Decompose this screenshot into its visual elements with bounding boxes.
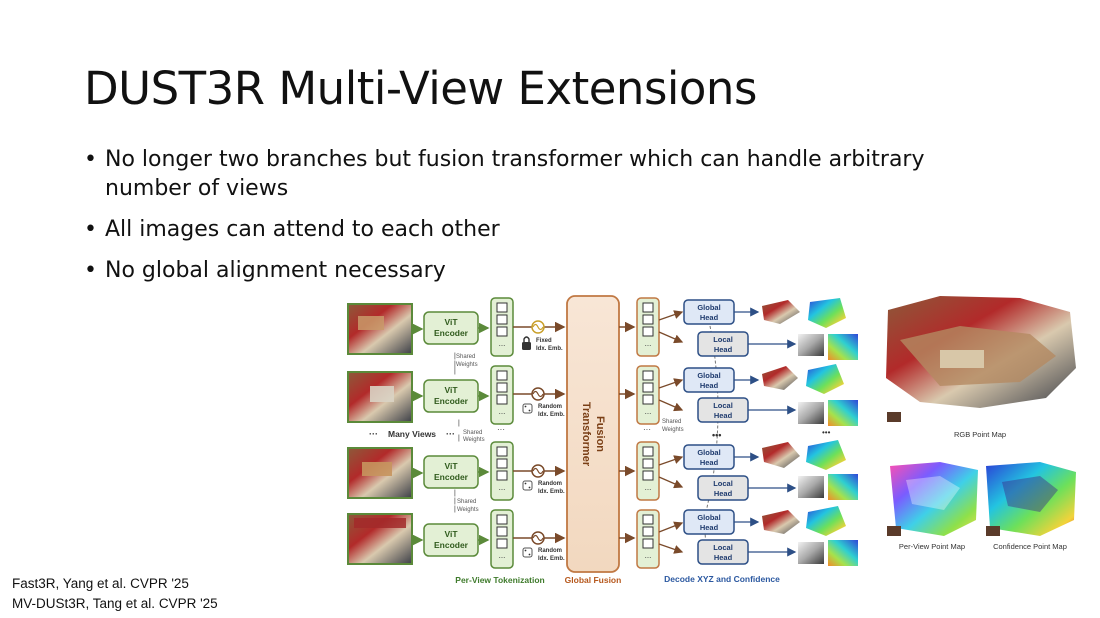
local-head-label: Local	[713, 543, 733, 552]
shared-weights-label: Weights	[457, 507, 479, 513]
svg-text:|: |	[458, 435, 460, 442]
svg-text:|: |	[454, 498, 456, 505]
svg-text:···: ···	[369, 429, 378, 439]
dice-icon	[522, 403, 533, 414]
per-view-point-map-label: Per-View Point Map	[899, 542, 965, 551]
shared-weights-label: Weights	[662, 427, 684, 433]
random-emb-label: Idx. Emb.	[538, 556, 565, 562]
svg-text:...: ...	[499, 551, 506, 560]
confidence-point-map-label: Confidence Point Map	[993, 542, 1067, 551]
svg-text:...: ...	[645, 551, 652, 560]
encoder-label: Encoder	[434, 540, 469, 550]
bullet-item: No longer two branches but fusion transf…	[84, 145, 984, 203]
local-head-label: Head	[714, 345, 733, 354]
fixed-emb-label: Idx. Emb.	[536, 346, 563, 352]
shared-weights-label: Weights	[456, 362, 478, 368]
slide-title: DUST3R Multi-View Extensions	[84, 62, 757, 115]
output-tokens: ... ... ... ...	[636, 297, 660, 569]
global-head-label: Head	[700, 313, 719, 322]
decode-heads: Global Head Local Head Global Head Local…	[683, 299, 749, 565]
view-row-2: ViT Encoder ... Random Idx. Emb.	[347, 365, 566, 425]
local-head-label: Local	[713, 401, 733, 410]
svg-text:...: ...	[645, 407, 652, 416]
svg-text:|: |	[454, 353, 456, 360]
local-head-label: Local	[713, 335, 733, 344]
svg-text:|: |	[454, 506, 456, 513]
encoder-label: ViT	[444, 461, 458, 471]
svg-text:|: |	[454, 361, 456, 368]
caption-tokenization: Per-View Tokenization	[455, 575, 544, 585]
per-view-point-map	[887, 462, 978, 536]
svg-text:...: ...	[499, 483, 506, 492]
random-emb-label: Random	[538, 481, 562, 487]
bullet-list: No longer two branches but fusion transf…	[84, 145, 984, 297]
encoder-label: Encoder	[434, 328, 469, 338]
local-head-label: Head	[714, 489, 733, 498]
per-view-outputs: •••	[762, 298, 858, 566]
bullet-item: All images can attend to each other	[84, 215, 984, 244]
global-head-label: Head	[700, 381, 719, 390]
dice-icon	[522, 547, 533, 558]
shared-weights-label: Shared	[662, 419, 681, 425]
shared-weights-label: Shared	[457, 499, 476, 505]
global-head-label: Head	[700, 523, 719, 532]
svg-text:···: ···	[497, 425, 505, 434]
caption-decode: Decode XYZ and Confidence	[664, 574, 780, 584]
architecture-diagram: ViT Encoder ... Fixed Idx. Emb. | | | Sh…	[347, 295, 1076, 585]
svg-text:...: ...	[645, 339, 652, 348]
random-emb-label: Random	[538, 548, 562, 554]
local-head-label: Head	[714, 411, 733, 420]
encoder-label: Encoder	[434, 396, 469, 406]
shared-weights-label: Shared	[463, 430, 482, 436]
fusion-label: Transformer	[580, 402, 592, 467]
caption-fusion: Global Fusion	[565, 575, 622, 585]
svg-text:|: |	[454, 368, 456, 375]
view-row-3: ViT Encoder ... Random Idx. Emb.	[347, 441, 566, 501]
svg-text:...: ...	[499, 339, 506, 348]
svg-text:•••: •••	[712, 430, 721, 440]
global-head-label: Global	[697, 303, 720, 312]
global-head-label: Head	[700, 458, 719, 467]
encoder-label: ViT	[444, 317, 458, 327]
svg-text:···: ···	[446, 429, 455, 439]
shared-weights-label: Weights	[463, 437, 485, 443]
dice-icon	[522, 480, 533, 491]
local-head-label: Local	[713, 479, 733, 488]
svg-text:|: |	[454, 490, 456, 497]
local-head-label: Head	[714, 553, 733, 562]
random-emb-label: Idx. Emb.	[538, 489, 565, 495]
lock-icon	[522, 342, 531, 350]
global-head-label: Global	[697, 513, 720, 522]
shared-weights-label: Shared	[456, 354, 475, 360]
svg-text:|: |	[458, 420, 460, 427]
svg-text:•••: •••	[822, 428, 831, 437]
rgb-point-map	[886, 296, 1076, 422]
encoder-label: Encoder	[434, 472, 469, 482]
encoder-label: ViT	[444, 529, 458, 539]
fixed-emb-label: Fixed	[536, 338, 552, 344]
bullet-item: No global alignment necessary	[84, 256, 984, 285]
global-head-label: Global	[697, 371, 720, 380]
fusion-transformer-block	[566, 295, 620, 573]
citation-mv-dust3r: MV-DUSt3R, Tang et al. CVPR '25	[12, 596, 218, 611]
citation-fast3r: Fast3R, Yang et al. CVPR '25	[12, 576, 189, 591]
confidence-point-map	[986, 462, 1076, 536]
rgb-point-map-label: RGB Point Map	[954, 430, 1006, 439]
svg-text:...: ...	[499, 407, 506, 416]
view-row-1: ViT Encoder ... Fixed Idx. Emb.	[347, 297, 566, 357]
svg-text:···: ···	[643, 425, 651, 434]
fusion-label: Fusion	[594, 416, 606, 452]
svg-text:...: ...	[645, 483, 652, 492]
view-row-4: ViT Encoder ... Random Idx. Emb.	[347, 509, 566, 569]
random-emb-label: Idx. Emb.	[538, 412, 565, 418]
citations: Fast3R, Yang et al. CVPR '25 MV-DUSt3R, …	[12, 574, 218, 614]
global-head-label: Global	[697, 448, 720, 457]
random-emb-label: Random	[538, 404, 562, 410]
encoder-label: ViT	[444, 385, 458, 395]
many-views-label: Many Views	[388, 429, 436, 439]
